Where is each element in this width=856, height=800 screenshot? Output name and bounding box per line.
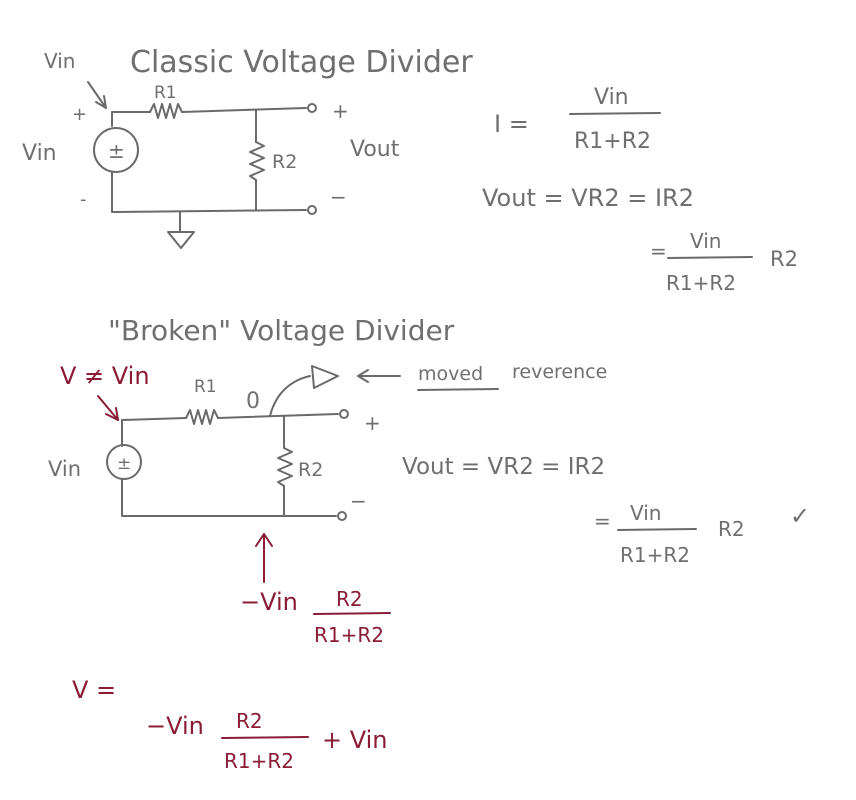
broken-check-mark: ✓ bbox=[790, 502, 810, 530]
broken-vout-equals: = bbox=[594, 509, 611, 533]
broken-moved-word: moved bbox=[418, 363, 483, 385]
classic-top-wire-right bbox=[181, 107, 307, 113]
broken-vout-fraction-bar bbox=[617, 528, 697, 531]
broken-vout-numerator: Vin bbox=[630, 501, 661, 525]
broken-neg-vin: −Vin bbox=[240, 588, 298, 616]
final-v-equals: V = bbox=[72, 676, 116, 704]
final-numerator: R2 bbox=[236, 709, 263, 733]
classic-current-denominator: R1+R2 bbox=[574, 129, 651, 154]
classic-out-plus: + bbox=[332, 99, 349, 123]
broken-reference-triangle bbox=[311, 365, 339, 389]
classic-plus-source: + bbox=[72, 104, 87, 125]
classic-voltage-source bbox=[93, 127, 139, 173]
classic-vout-r2: R2 bbox=[770, 247, 798, 271]
final-denominator: R1+R2 bbox=[224, 749, 294, 773]
classic-vin-top-label: Vin bbox=[44, 49, 75, 73]
classic-title: Classic Voltage Divider bbox=[130, 45, 473, 80]
classic-minus-source: - bbox=[80, 189, 87, 210]
broken-v-neq-vin: V ≠ Vin bbox=[60, 362, 150, 390]
classic-out-minus-terminal bbox=[307, 205, 317, 215]
classic-current-lhs: I = bbox=[494, 110, 529, 138]
broken-out-minus: − bbox=[350, 489, 367, 513]
broken-moved-ref-arrow bbox=[357, 369, 401, 383]
broken-vout-r2: R2 bbox=[718, 517, 745, 541]
broken-voltage-source bbox=[106, 444, 142, 480]
broken-r2-label: R2 bbox=[298, 459, 323, 481]
broken-vout-denominator: R1+R2 bbox=[620, 543, 690, 567]
classic-vout-equals: = bbox=[650, 239, 667, 263]
final-plus-vin: + Vin bbox=[322, 726, 388, 754]
classic-r1-label: R1 bbox=[154, 83, 177, 103]
classic-r2-resistor bbox=[249, 141, 265, 181]
broken-reference-curve bbox=[269, 375, 311, 417]
classic-vin-side-label: Vin bbox=[22, 141, 57, 166]
broken-r1-label: R1 bbox=[194, 377, 217, 397]
broken-source-bottom-wire bbox=[121, 478, 337, 517]
broken-out-plus: + bbox=[364, 411, 381, 435]
broken-neg-fraction-bar bbox=[313, 612, 391, 615]
broken-r2-resistor bbox=[277, 447, 293, 487]
broken-neg-numerator: R2 bbox=[336, 587, 363, 611]
broken-vin-side-label: Vin bbox=[48, 457, 81, 481]
final-fraction-bar bbox=[221, 736, 309, 739]
broken-out-minus-terminal bbox=[337, 511, 347, 521]
broken-top-wire-right bbox=[217, 413, 339, 419]
classic-r2-label: R2 bbox=[272, 151, 297, 173]
broken-zero-label: 0 bbox=[246, 389, 260, 414]
classic-vout-label: Vout bbox=[350, 137, 400, 162]
classic-vout-denominator: R1+R2 bbox=[666, 271, 736, 295]
classic-ground-symbol bbox=[167, 211, 195, 249]
classic-source-bottom-wire bbox=[111, 171, 307, 213]
classic-vout-equation: Vout = VR2 = IR2 bbox=[482, 184, 694, 212]
broken-moved-underline bbox=[417, 388, 499, 391]
classic-current-numerator: Vin bbox=[594, 85, 629, 110]
classic-out-plus-terminal bbox=[307, 103, 317, 113]
classic-vout-fraction-bar bbox=[667, 256, 753, 259]
broken-vout-equation: Vout = VR2 = IR2 bbox=[402, 454, 605, 480]
classic-source-symbol: ± bbox=[108, 139, 125, 163]
broken-title: "Broken" Voltage Divider bbox=[108, 314, 455, 347]
classic-out-minus: − bbox=[330, 185, 347, 209]
broken-v-arrow bbox=[97, 395, 119, 421]
broken-reverence-word: reverence bbox=[512, 361, 607, 383]
final-neg-vin: −Vin bbox=[146, 712, 204, 740]
broken-top-wire bbox=[121, 417, 187, 421]
broken-out-plus-terminal bbox=[339, 409, 349, 419]
broken-up-arrow bbox=[255, 533, 273, 583]
classic-vin-arrow bbox=[87, 81, 107, 109]
classic-vout-numerator: Vin bbox=[690, 229, 721, 253]
classic-r1-resistor bbox=[149, 103, 183, 119]
broken-source-symbol: ± bbox=[117, 454, 131, 474]
classic-current-fraction-bar bbox=[569, 112, 661, 115]
broken-neg-denominator: R1+R2 bbox=[314, 623, 384, 647]
broken-r1-resistor bbox=[185, 409, 219, 425]
